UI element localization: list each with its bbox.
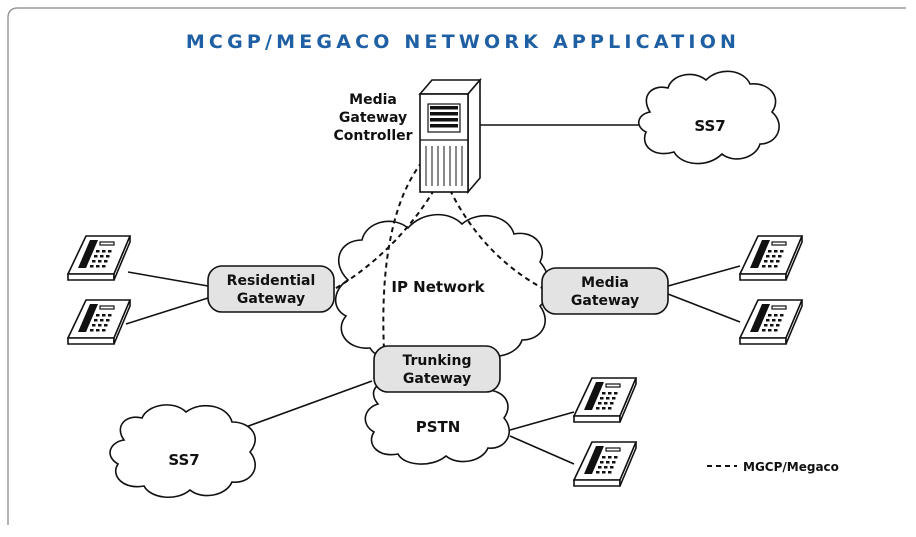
ss7-top-label: SS7 <box>694 117 725 135</box>
telephone-icon <box>67 235 131 281</box>
media-gateway-label-1: Media <box>581 275 629 291</box>
telephone-icon <box>67 299 131 345</box>
legend-label: MGCP/Megaco <box>743 460 839 474</box>
telephone-icon <box>573 441 637 487</box>
trunking-gateway-label-1: Trunking <box>403 353 472 369</box>
pstn-cloud: PSTN <box>364 373 510 465</box>
media-gateway-controller: Media Gateway Controller <box>333 77 482 195</box>
telephone-icon <box>739 299 803 345</box>
ip-network-label: IP Network <box>391 278 485 296</box>
controller-label-line2: Gateway <box>339 110 407 126</box>
residential-gateway-label-2: Gateway <box>237 291 305 307</box>
controller-label-line1: Media <box>349 92 397 108</box>
legend: MGCP/Megaco <box>707 460 839 474</box>
ip-network-cloud: IP Network <box>334 213 550 362</box>
ss7-top-cloud: SS7 <box>638 70 780 165</box>
ss7-bottom-label: SS7 <box>168 451 199 469</box>
controller-label-line3: Controller <box>333 128 412 144</box>
residential-gateway-label-1: Residential <box>227 273 316 289</box>
ss7-bottom-cloud: SS7 <box>109 404 256 498</box>
media-gateway: Media Gateway <box>541 267 669 315</box>
frame <box>7 7 906 525</box>
page-title: MCGP/MEGACO NETWORK APPLICATION <box>186 31 740 53</box>
residential-gateway: Residential Gateway <box>207 265 335 313</box>
server-icon <box>418 77 482 195</box>
trunking-gateway-label-2: Gateway <box>403 371 471 387</box>
telephone-icon <box>573 377 637 423</box>
mgcp-control-lines <box>317 161 547 351</box>
media-gateway-label-2: Gateway <box>571 293 639 309</box>
solid-links <box>125 124 741 465</box>
telephone-icon <box>739 235 803 281</box>
pstn-label: PSTN <box>416 418 461 436</box>
trunking-gateway: Trunking Gateway <box>373 345 501 393</box>
